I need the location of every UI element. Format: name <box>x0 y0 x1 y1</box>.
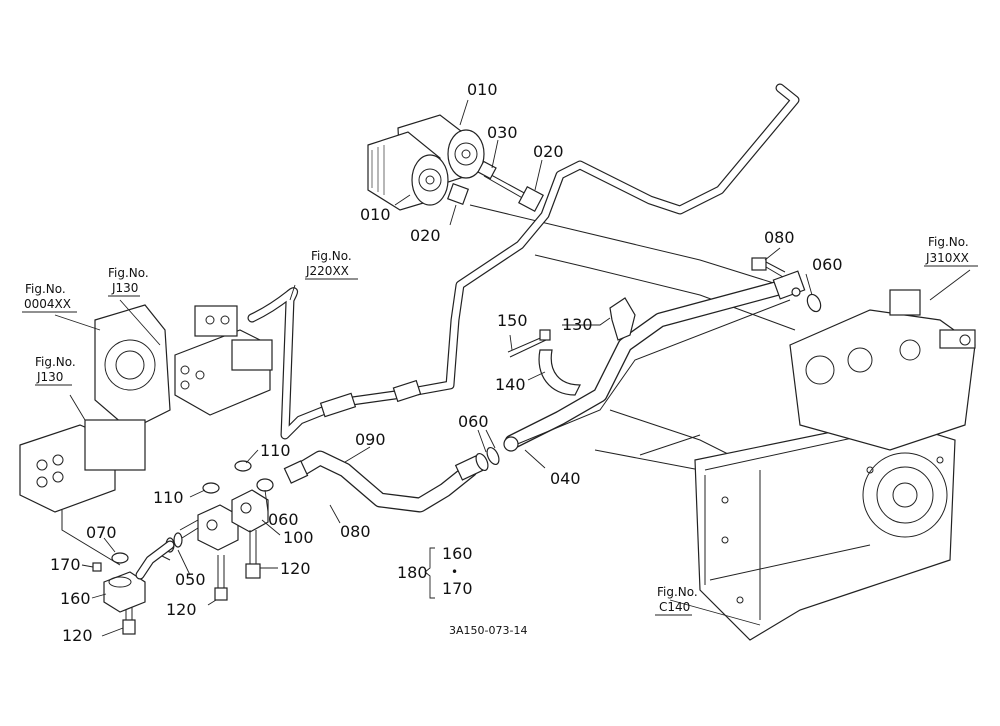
callout-050: 050 <box>175 570 206 589</box>
pump-housing <box>94 304 171 431</box>
callout-110-right: 110 <box>260 441 291 460</box>
figref-c140-code: C140 <box>659 600 690 614</box>
figref-0004-code: 0004XX <box>24 297 71 311</box>
callout-080-mid: 080 <box>340 522 371 541</box>
callout-080-top: 080 <box>764 228 795 247</box>
plug-170 <box>92 562 102 572</box>
set-member-160: 160 <box>442 544 473 563</box>
callout-110-left: 110 <box>153 488 184 507</box>
transmission-case <box>694 419 956 641</box>
callout-130: 130 <box>562 315 593 334</box>
callout-030: 030 <box>487 123 518 142</box>
callout-090: 090 <box>355 430 386 449</box>
control-valve-assembly <box>174 305 273 416</box>
callout-120-a: 120 <box>280 559 311 578</box>
figref-j130-left-label: Fig.No. <box>35 355 76 369</box>
callout-180: 180 <box>397 563 428 582</box>
callout-150: 150 <box>497 311 528 330</box>
figref-c140-label: Fig.No. <box>657 585 698 599</box>
figref-j220-code: J220XX <box>305 264 349 278</box>
callout-020-right: 020 <box>533 142 564 161</box>
adapter-020-right <box>518 186 544 212</box>
callout-020-left: 020 <box>410 226 441 245</box>
oil-filter-010-rear <box>397 114 485 189</box>
figref-j130-top-code: J130 <box>111 281 138 295</box>
figref-j310-label: Fig.No. <box>928 235 969 249</box>
callout-040: 040 <box>550 469 581 488</box>
callout-070: 070 <box>86 523 117 542</box>
figref-j130-left-code: J130 <box>36 370 63 384</box>
assembly-guide-lines <box>61 204 796 566</box>
callout-120-b: 120 <box>166 600 197 619</box>
bolt-120-b <box>214 555 228 601</box>
callout-060-mid: 060 <box>458 412 489 431</box>
manifold-block-160 <box>103 540 175 613</box>
callout-170: 170 <box>50 555 81 574</box>
callout-060-left: 060 <box>268 510 299 529</box>
set-separator: • <box>451 565 458 579</box>
o-ring-070 <box>111 552 129 564</box>
hydraulic-block-left <box>19 419 146 513</box>
callout-labels: 010 010 030 020 020 080 060 150 130 140 … <box>50 80 843 645</box>
callout-060-right: 060 <box>812 255 843 274</box>
banjo-bolt-080-top <box>751 257 786 278</box>
o-rings-060 <box>256 293 822 492</box>
callout-120-c: 120 <box>62 626 93 645</box>
callout-160: 160 <box>60 589 91 608</box>
callout-140: 140 <box>495 375 526 394</box>
figref-j220-label: Fig.No. <box>311 249 352 263</box>
bracket-130 <box>609 297 636 341</box>
return-pipe <box>247 83 800 440</box>
bolt-150 <box>507 329 551 358</box>
adapter-020-left <box>446 182 470 206</box>
figure-references: Fig.No. J220XX Fig.No. J130 Fig.No. 0004… <box>22 235 978 616</box>
callout-010-left: 010 <box>360 205 391 224</box>
pipe-040 <box>503 270 806 452</box>
figref-j130-top-label: Fig.No. <box>108 266 149 280</box>
callout-010-top: 010 <box>467 80 498 99</box>
pipe-clamp-140 <box>538 349 581 396</box>
oil-filter-010-front <box>367 131 449 211</box>
diagram-code: 3A150-073-14 <box>449 624 527 637</box>
hydraulic-lift-housing <box>789 289 976 451</box>
pipe-090 <box>283 450 484 513</box>
leader-lines <box>54 99 971 637</box>
nipple-030 <box>477 160 529 201</box>
joint-block-100 <box>197 489 269 551</box>
bolt-120-a <box>245 530 261 579</box>
set-member-170: 170 <box>442 579 473 598</box>
figref-0004-label: Fig.No. <box>25 282 66 296</box>
figref-j310-code: J310XX <box>925 251 969 265</box>
callout-100: 100 <box>283 528 314 547</box>
o-rings-110 <box>202 460 252 494</box>
